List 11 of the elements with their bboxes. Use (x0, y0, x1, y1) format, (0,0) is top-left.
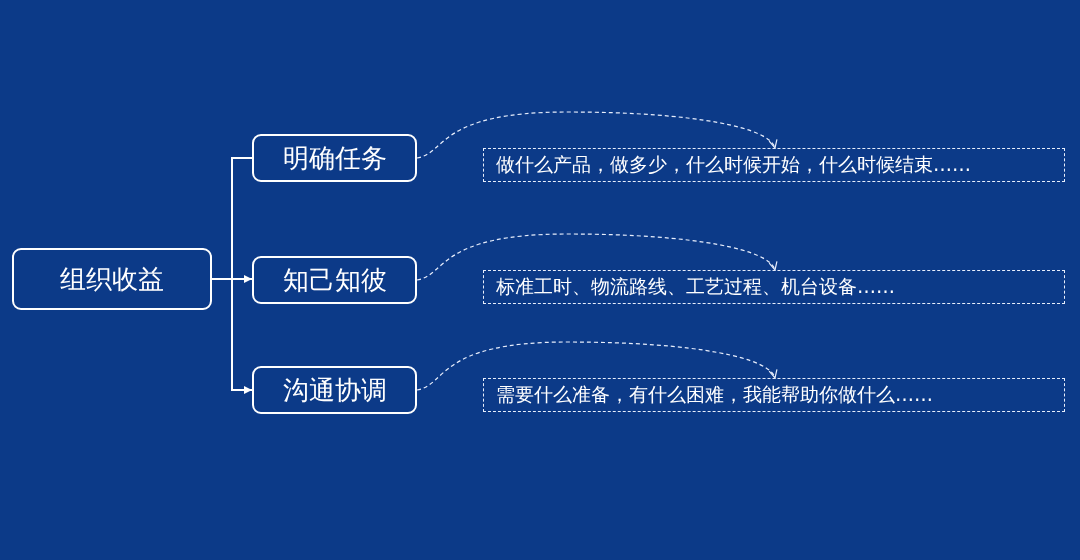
note-box: 做什么产品，做多少，什么时候开始，什么时候结束…… (483, 148, 1065, 182)
connector-arrow (211, 278, 253, 394)
root-box: 组织收益 (12, 248, 212, 310)
dashed-curved-arrow (416, 111, 776, 159)
note-box: 标准工时、物流路线、工艺过程、机台设备…… (483, 270, 1065, 304)
dashed-curved-arrow (416, 341, 776, 391)
note-box: 需要什么准备，有什么困难，我能帮助你做什么…… (483, 378, 1065, 412)
topic-box: 知己知彼 (252, 256, 417, 304)
topic-box: 沟通协调 (252, 366, 417, 414)
topic-box: 明确任务 (252, 134, 417, 182)
dashed-curved-arrow (416, 233, 776, 281)
